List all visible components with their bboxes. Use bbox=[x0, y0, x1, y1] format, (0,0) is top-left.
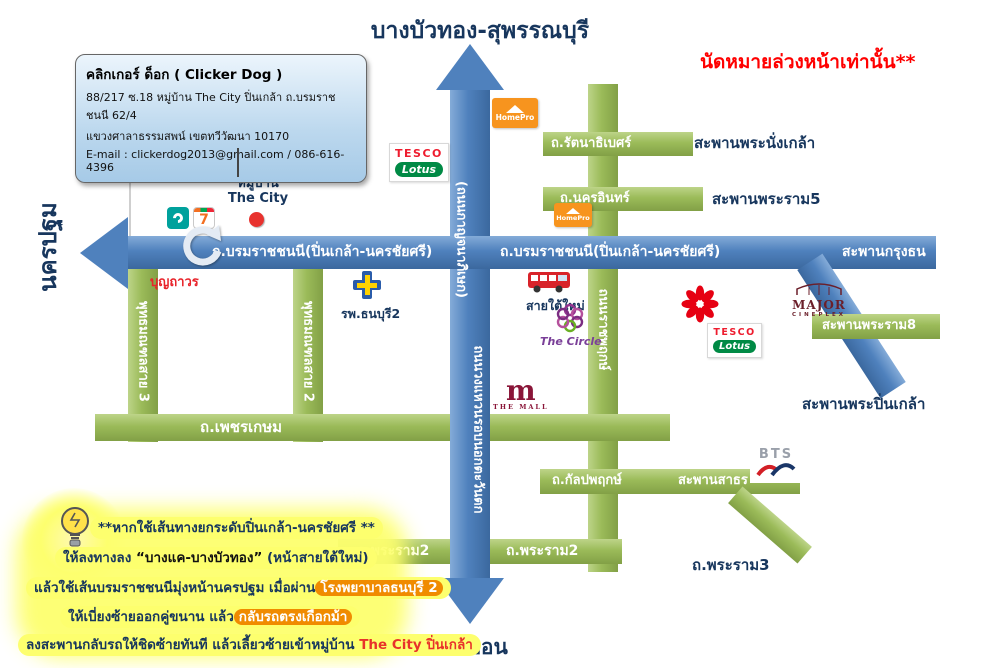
seven-eleven-icon: 7 bbox=[193, 207, 215, 229]
bts-emblem-icon bbox=[756, 463, 796, 477]
label-krungthon-bridge: สะพานกรุงธน bbox=[842, 244, 926, 260]
arrow-north-icon bbox=[436, 44, 504, 90]
homepro-text: HomePro bbox=[556, 213, 590, 222]
note-line-2-em: “บางแค-บางบัวทอง” bbox=[136, 550, 263, 566]
label-sai2: พุทธมณฑลสาย 2 bbox=[300, 301, 316, 402]
seven-eleven-digit: 7 bbox=[199, 211, 209, 228]
major-arch-icon bbox=[796, 283, 842, 295]
note-line-5-em: The City ปิ่นเกล้า bbox=[359, 637, 473, 653]
info-box-title: คลิกเกอร์ ด็อก ( Clicker Dog ) bbox=[86, 67, 283, 83]
info-box-connector-line bbox=[237, 148, 239, 177]
label-sathorn-bridge: สะพานสาธร bbox=[678, 473, 748, 488]
road-phutthamonthon-sai3 bbox=[128, 266, 158, 442]
info-box-contact: E-mail : clickerdog2013@gmail.com / 086-… bbox=[86, 148, 345, 174]
bus-icon bbox=[526, 269, 572, 299]
major-cineplex-logo: MAJOR CINEPLEX bbox=[792, 280, 846, 318]
label-phranangklao-bridge: สะพานพระนั่งเกล้า bbox=[694, 134, 816, 152]
label-rama2-right: ถ.พระราม2 bbox=[506, 543, 579, 559]
info-box-address2: แขวงศาลาธรรมสพน์ เขตทวีวัฒนา 10170 bbox=[86, 130, 290, 143]
homepro-roof-icon bbox=[566, 207, 580, 214]
label-the-circle: The Circle bbox=[540, 335, 602, 348]
road-rama8-bridge bbox=[812, 314, 940, 339]
bts-text: BTS bbox=[758, 447, 794, 462]
label-boonthavorn: บุญถาวร bbox=[150, 275, 199, 290]
lotus-text: Lotus bbox=[395, 162, 443, 177]
label-kanlapaphruek: ถ.กัลปพฤกษ์ bbox=[552, 473, 622, 488]
the-circle-flower-icon bbox=[555, 303, 585, 337]
road-kanchanaphisek bbox=[450, 88, 490, 580]
note-line-5-pre: ลงสะพานกลับรถให้ชิดซ้ายทันที แล้วเลี้ยวซ… bbox=[26, 637, 360, 653]
tesco-lotus-logo-2: TESCO Lotus bbox=[707, 323, 763, 358]
label-ratchaphruek: ถนนราชพฤกษ์ bbox=[595, 288, 611, 371]
homepro-logo-2: HomePro bbox=[554, 203, 592, 227]
label-borom-left: ถ.บรมราชชนนี(ปิ่นเกล้า-นครชัยศรี) bbox=[212, 244, 433, 260]
the-mall-m: m bbox=[505, 374, 536, 407]
bts-logo: BTS bbox=[750, 446, 802, 483]
note-line-4-pre: ให้เบี่ยงซ้ายออกคู่ขนาน แล้ว bbox=[68, 609, 234, 625]
hospital-cross-icon bbox=[352, 270, 382, 300]
title-top: บางบัวทอง-สุพรรณบุรี bbox=[370, 18, 590, 44]
the-mall-logo: m THE MALL bbox=[493, 374, 549, 412]
note-line-2-pre: ให้ลงทางลง bbox=[63, 550, 136, 566]
central-flower-icon bbox=[681, 285, 719, 327]
location-marker-thecity bbox=[249, 212, 264, 227]
arrow-west-icon bbox=[80, 217, 128, 289]
label-hospital: รพ.ธนบุรี2 bbox=[341, 306, 401, 321]
note-line-3-highlight: โรงพยาบาลธนบุรี 2 bbox=[315, 580, 443, 596]
note-line-2-post: (หน้าสายใต้ใหม่) bbox=[262, 550, 369, 566]
green-mart-icon bbox=[167, 207, 189, 229]
note-line-5: ลงสะพานกลับรถให้ชิดซ้ายทันที แล้วเลี้ยวซ… bbox=[18, 634, 481, 656]
lightbulb-icon bbox=[52, 503, 98, 555]
village-line2: The City bbox=[227, 191, 289, 206]
title-left: นครปฐม bbox=[34, 202, 62, 292]
road-borommaratchachonnani bbox=[126, 236, 936, 269]
uturn-arrow-icon bbox=[177, 221, 227, 275]
label-rattanathibet: ถ.รัตนาธิเบศร์ bbox=[551, 136, 632, 151]
label-pinklao-bridge: สะพานพระปิ่นเกล้า bbox=[802, 395, 926, 413]
info-box: คลิกเกอร์ ด็อก ( Clicker Dog ) 88/217 ซ.… bbox=[75, 54, 367, 183]
soi-line bbox=[129, 128, 131, 238]
note-line-3-pre: แล้วใช้เส้นบรมราชชนนีมุ่งหน้านครปฐม เมื่… bbox=[34, 580, 316, 596]
note-line-3: แล้วใช้เส้นบรมราชชนนีมุ่งหน้านครปฐม เมื่… bbox=[26, 577, 451, 599]
homepro-logo-1: HomePro bbox=[492, 98, 538, 128]
road-phetkasem bbox=[95, 414, 670, 441]
label-kanchanaphisek-1: (ถนนกาญจนาภิเษก) bbox=[453, 180, 469, 299]
tesco-text: TESCO bbox=[713, 327, 756, 338]
major-text: MAJOR bbox=[792, 298, 846, 312]
road-rama2-right bbox=[488, 539, 622, 564]
label-nakhon-in: ถ.นครอินทร์ bbox=[560, 191, 630, 206]
note-line-1: **หากใช้เส้นทางยกระดับปิ่นเกล้า-นครชัยศร… bbox=[90, 517, 383, 539]
note-line-2: ให้ลงทางลง “บางแค-บางบัวทอง” (หน้าสายใต้… bbox=[55, 547, 377, 569]
appointment-note: นัดหมายล่วงหน้าเท่านั้น** bbox=[700, 51, 916, 73]
homepro-text: HomePro bbox=[495, 112, 535, 122]
note-line-4: ให้เบี่ยงซ้ายออกคู่ขนาน แล้วกลับรถตรงเกื… bbox=[60, 606, 361, 628]
label-phetkasem: ถ.เพชรเกษม bbox=[200, 418, 283, 436]
note-line-4-highlight: กลับรถตรงเกือกม้า bbox=[233, 609, 353, 625]
road-rama3-link bbox=[728, 486, 812, 564]
cineplex-text: CINEPLEX bbox=[792, 312, 846, 318]
label-saitaimai: สายใต้ใหม่ bbox=[526, 298, 585, 313]
label-kanchanaphisek-2: ถนนวงแหวนรอบนอกตะวันตก bbox=[470, 345, 486, 514]
the-mall-text: THE MALL bbox=[493, 403, 549, 411]
label-rama3: ถ.พระราม3 bbox=[692, 556, 770, 574]
lotus-text: Lotus bbox=[713, 340, 757, 353]
tesco-text: TESCO bbox=[395, 147, 443, 160]
road-rattanathibet bbox=[543, 132, 693, 156]
label-rama5-bridge: สะพานพระราม5 bbox=[712, 190, 821, 208]
tesco-lotus-logo-1: TESCO Lotus bbox=[389, 143, 449, 182]
road-phutthamonthon-sai2 bbox=[293, 266, 323, 442]
label-rama8-bridge: สะพานพระราม8 bbox=[822, 318, 917, 333]
label-borom-right: ถ.บรมราชชนนี(ปิ่นเกล้า-นครชัยศรี) bbox=[500, 244, 721, 260]
info-box-address1: 88/217 ซ.18 หมู่บ้าน The City ปิ่นเกล้า … bbox=[86, 91, 336, 122]
homepro-roof-icon bbox=[506, 104, 524, 113]
label-sai3: พุทธมณฑลสาย 3 bbox=[135, 301, 151, 402]
